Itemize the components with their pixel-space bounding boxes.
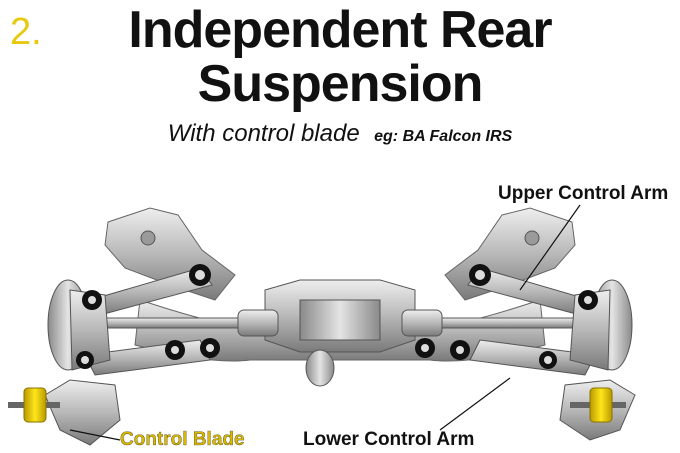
callout-lower-control-arm: Lower Control Arm [303,429,475,450]
upper-arm-leader [519,204,581,291]
left-cv-boot [237,309,279,337]
subtitle-main: With control blade [167,120,360,147]
right-lower-arm [469,339,596,376]
right-cv-boot [401,309,443,337]
title-text-1: Independent Rear [128,1,552,59]
left-control-blade [44,379,121,446]
subtitle: With control blade eg: BA Falcon IRS [0,120,680,148]
blade-leader [69,429,121,441]
title-line-1: Independent Rear [0,2,680,58]
subtitle-example: eg: BA Falcon IRS [374,128,513,145]
left-yellow-bushing [23,387,47,423]
diff-front [299,299,381,341]
bushings [76,264,598,369]
title-line-2: Suspension [0,56,680,112]
right-yellow-bushing [589,387,613,423]
callout-upper-control-arm: Upper Control Arm [498,183,669,204]
lower-arm-leader [439,377,511,431]
callout-control-blade: Control Blade [120,429,245,450]
diff-pinion [305,349,335,387]
title-text-2: Suspension [197,55,484,113]
step-number: 2. [10,11,42,53]
